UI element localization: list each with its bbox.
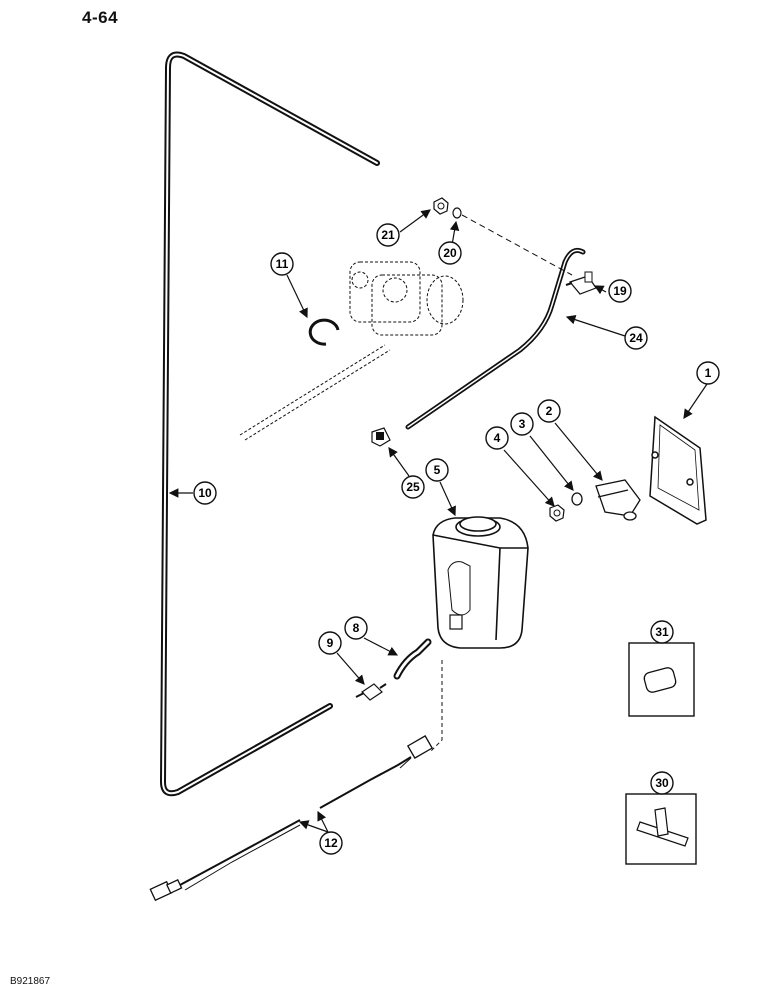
page-number: 4-64 — [82, 8, 119, 27]
callout-31: 31 — [655, 625, 669, 639]
callout-8: 8 — [353, 621, 360, 635]
inset-30 — [625, 793, 697, 865]
callout-9: 9 — [327, 636, 334, 650]
callout-3-circle — [510, 412, 534, 436]
callout-30: 30 — [655, 776, 669, 790]
washer-pump-2 — [595, 479, 641, 521]
bracket-1 — [649, 415, 707, 525]
callout-4: 4 — [494, 431, 501, 445]
callout-20-circle — [438, 241, 462, 265]
callout-25: 25 — [406, 480, 420, 494]
callout-10-circle — [193, 481, 217, 505]
callout-21: 21 — [381, 228, 395, 242]
callout-30-circle — [650, 771, 674, 795]
callout-12-circle — [319, 831, 343, 855]
nozzle-19 — [565, 271, 597, 295]
callout-24-circle — [624, 326, 648, 350]
callout-8-circle — [344, 616, 368, 640]
washer-20 — [452, 207, 462, 219]
callout-9-circle — [318, 631, 342, 655]
check-valve-9 — [355, 683, 387, 701]
callout-19: 19 — [613, 284, 627, 298]
callout-1-circle — [696, 361, 720, 385]
wiper-motor-outline — [239, 261, 464, 441]
callout-11-circle — [270, 252, 294, 276]
callout-21-circle — [376, 223, 400, 247]
callout-4-circle — [485, 426, 509, 450]
callout-5-circle — [425, 458, 449, 482]
callout-31-circle — [650, 620, 674, 644]
drawing-id: B921867 — [10, 976, 51, 987]
callout-24: 24 — [629, 331, 643, 345]
washer-3 — [571, 492, 583, 506]
callout-2: 2 — [546, 404, 553, 418]
callout-10: 10 — [198, 486, 212, 500]
callout-25-circle — [401, 475, 425, 499]
washer-tube-10 — [160, 51, 380, 797]
callout-20: 20 — [443, 246, 457, 260]
harness-12 — [149, 735, 434, 902]
callout-3: 3 — [519, 417, 526, 431]
inset-31 — [628, 642, 695, 717]
callout-11: 11 — [276, 257, 289, 271]
washer-tube-24 — [405, 247, 586, 430]
callout-2-circle — [537, 399, 561, 423]
callout-5: 5 — [434, 463, 441, 477]
callout-1: 1 — [705, 366, 712, 380]
clip-25 — [371, 427, 391, 447]
retaining-ring-11 — [308, 318, 340, 346]
nut-4 — [549, 504, 565, 522]
callout-19-circle — [608, 279, 632, 303]
reservoir-5 — [432, 516, 529, 649]
nut-21 — [433, 197, 449, 215]
callout-12: 12 — [324, 836, 338, 850]
hose-8 — [393, 638, 432, 680]
